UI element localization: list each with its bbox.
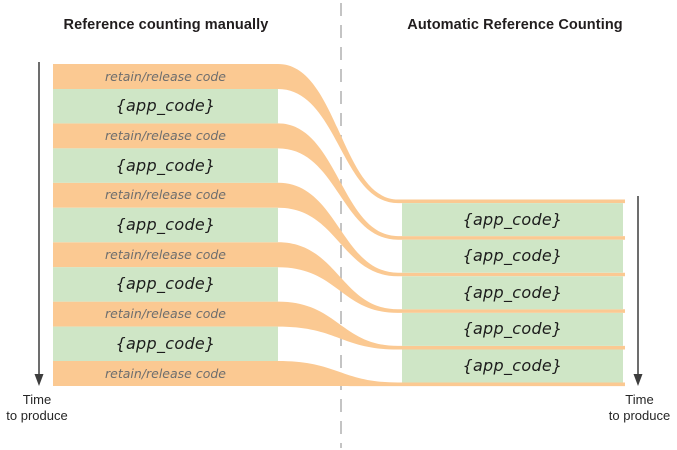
appcode-label: {app_code} xyxy=(462,209,563,229)
ribbon-4 xyxy=(53,242,625,313)
appcode-label: {app_code} xyxy=(462,282,563,302)
left-appcode-block xyxy=(53,148,278,183)
left-time-axis-label: Time to produce xyxy=(6,392,68,424)
retain-release-ribbons xyxy=(53,64,625,387)
ribbon-3 xyxy=(53,182,625,277)
ribbon-6 xyxy=(53,361,625,387)
appcode-label: {app_code} xyxy=(115,215,216,234)
right-appcode-block xyxy=(402,276,623,310)
left-appcode-blocks xyxy=(53,89,278,361)
right-appcode-block xyxy=(402,349,623,383)
appcode-label: {app_code} xyxy=(115,155,216,175)
right-appcode-block xyxy=(402,312,623,346)
right-time-axis-label: Time to produce xyxy=(608,392,671,424)
left-appcode-block xyxy=(53,267,278,302)
left-appcode-block xyxy=(53,89,278,124)
left-appcode-block xyxy=(53,326,278,361)
appcode-label: {app_code} xyxy=(462,246,563,266)
right-appcode-blocks xyxy=(402,203,623,383)
appcode-label: {app_code} xyxy=(115,96,216,116)
right-panel-title: Automatic Reference Counting xyxy=(407,17,623,33)
appcode-label: {app_code} xyxy=(115,333,216,353)
ribbon-5 xyxy=(53,301,625,350)
right-appcode-block xyxy=(402,239,623,273)
appcode-label: {app_code} xyxy=(462,319,563,339)
arrowhead-down-icon xyxy=(34,374,44,386)
retain-release-label: retain/release code xyxy=(105,365,226,381)
ribbon-2 xyxy=(53,123,625,240)
appcode-label: {app_code} xyxy=(115,274,216,294)
ribbon-1 xyxy=(53,64,625,204)
retain-release-label: retain/release code xyxy=(105,68,226,84)
appcode-label: {app_code} xyxy=(462,356,563,375)
left-appcode-block xyxy=(53,207,278,243)
right-appcode-block xyxy=(402,203,623,237)
retain-release-label: retain/release code xyxy=(105,127,226,143)
left-time-axis-arrow xyxy=(34,62,44,386)
retain-release-label: retain/release code xyxy=(105,246,226,262)
right-time-axis-arrow xyxy=(633,196,643,386)
arrowhead-down-icon xyxy=(633,374,643,386)
left-panel-title: Reference counting manually xyxy=(63,17,269,33)
retain-release-label: retain/release code xyxy=(105,306,226,322)
retain-release-label: retain/release code xyxy=(105,187,226,203)
